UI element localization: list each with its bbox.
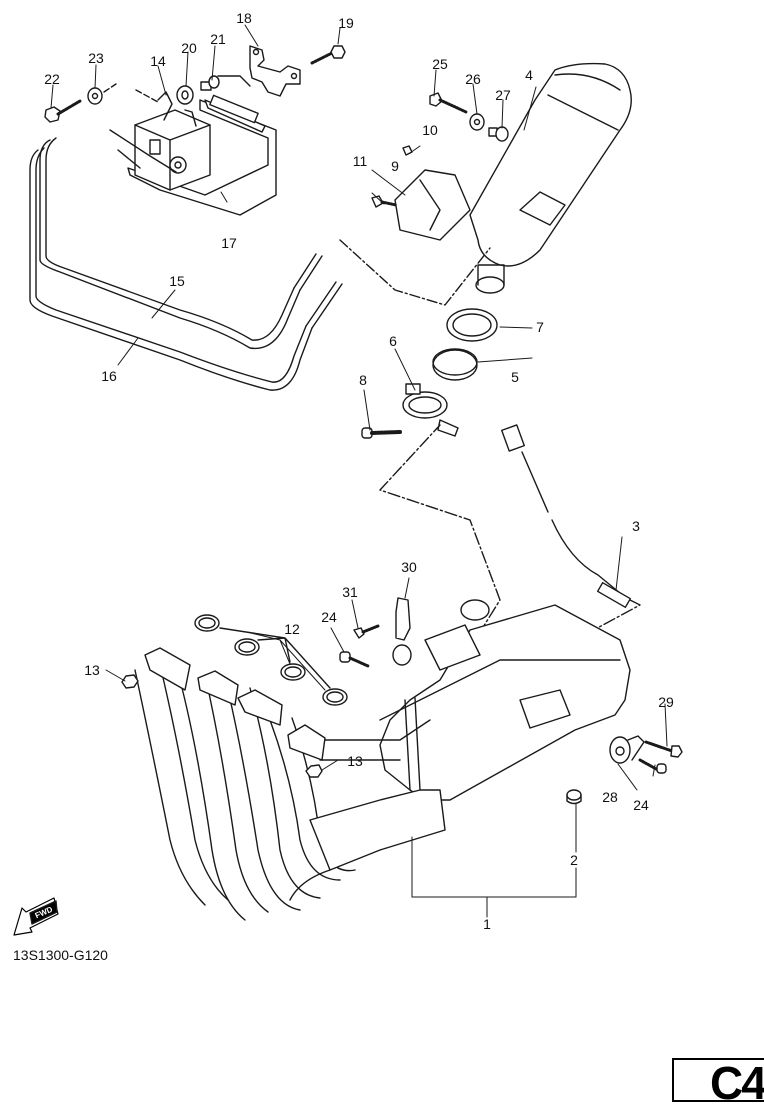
fwd-arrow-icon <box>14 898 58 935</box>
callout-5: 5 <box>511 369 519 385</box>
joint-band-6 <box>403 384 458 436</box>
callout-19: 19 <box>338 15 354 31</box>
collar-21 <box>201 76 219 90</box>
cap-2 <box>567 790 581 804</box>
callout-8: 8 <box>359 372 367 388</box>
callout-2: 2 <box>570 852 578 868</box>
callout-29: 29 <box>658 694 674 710</box>
assembly-line <box>104 84 158 102</box>
bolt-29 <box>646 742 682 757</box>
page-code-box: C4 <box>672 1057 764 1109</box>
assembly-line <box>380 425 640 650</box>
bolt-25 <box>430 93 466 112</box>
callout-13b: 13 <box>347 753 363 769</box>
callout-22: 22 <box>44 71 60 87</box>
callout-24a: 24 <box>321 609 337 625</box>
bolt-22 <box>45 101 80 122</box>
cable-16 <box>30 148 342 390</box>
callout-7: 7 <box>536 319 544 335</box>
callout-16: 16 <box>101 368 117 384</box>
assembly-line <box>218 76 250 86</box>
cable-inner-ends <box>110 130 176 172</box>
assembly-line <box>340 240 490 305</box>
callout-6: 6 <box>389 333 397 349</box>
muffler-body-1 <box>380 600 630 800</box>
callout-10: 10 <box>422 122 438 138</box>
o2-sensor-3 <box>502 425 631 607</box>
callout-12: 12 <box>284 621 300 637</box>
callout-11: 11 <box>352 153 368 169</box>
exhaust-gaskets-12 <box>195 615 347 705</box>
callout-13a: 13 <box>84 662 100 678</box>
callout-15: 15 <box>169 273 185 289</box>
callout-20: 20 <box>181 40 197 56</box>
stay-18 <box>250 46 300 96</box>
bolt-11 <box>372 196 396 207</box>
callout-26: 26 <box>465 71 481 87</box>
callout-4: 4 <box>525 67 533 83</box>
callout-27: 27 <box>495 87 511 103</box>
callout-30: 30 <box>401 559 417 575</box>
callout-31: 31 <box>342 584 358 600</box>
bolt-19 <box>312 46 345 63</box>
collar-27 <box>489 127 508 141</box>
callout-9: 9 <box>391 158 399 174</box>
outlet-pipe <box>476 265 504 293</box>
callout-17: 17 <box>221 235 237 251</box>
nut-13a <box>122 675 138 688</box>
bolt-24b <box>640 760 666 773</box>
nut-13b <box>306 765 322 777</box>
page-code: C4 <box>710 1057 764 1109</box>
flanges <box>145 648 325 760</box>
damper-20 <box>177 86 193 104</box>
clamp-5 <box>433 349 477 380</box>
callout-3: 3 <box>632 518 640 534</box>
servo-motor-14 <box>135 92 210 190</box>
rear-muffler-4 <box>470 64 631 266</box>
callout-28: 28 <box>602 789 618 805</box>
callout-25: 25 <box>432 56 448 72</box>
callout-24b: 24 <box>633 797 649 813</box>
bolt-8 <box>362 428 400 438</box>
callout-18: 18 <box>236 10 252 26</box>
washer-23 <box>88 88 102 104</box>
protector-9 <box>395 170 470 240</box>
leader-lines <box>51 25 667 917</box>
bracket-30 <box>393 598 411 665</box>
exhaust-header-pipes <box>135 665 445 920</box>
damper-28 <box>610 736 644 763</box>
callout-23: 23 <box>88 50 104 66</box>
cable-15 <box>40 138 322 348</box>
callout-21: 21 <box>210 31 226 47</box>
bolt-31 <box>354 626 378 638</box>
gasket-7 <box>447 309 497 341</box>
bolt-10 <box>403 146 412 155</box>
callout-14: 14 <box>150 53 166 69</box>
drawing-code: 13S1300-G120 <box>13 947 108 963</box>
bolt-24a <box>340 652 368 666</box>
callout-1: 1 <box>483 916 491 932</box>
washer-26 <box>470 114 484 130</box>
